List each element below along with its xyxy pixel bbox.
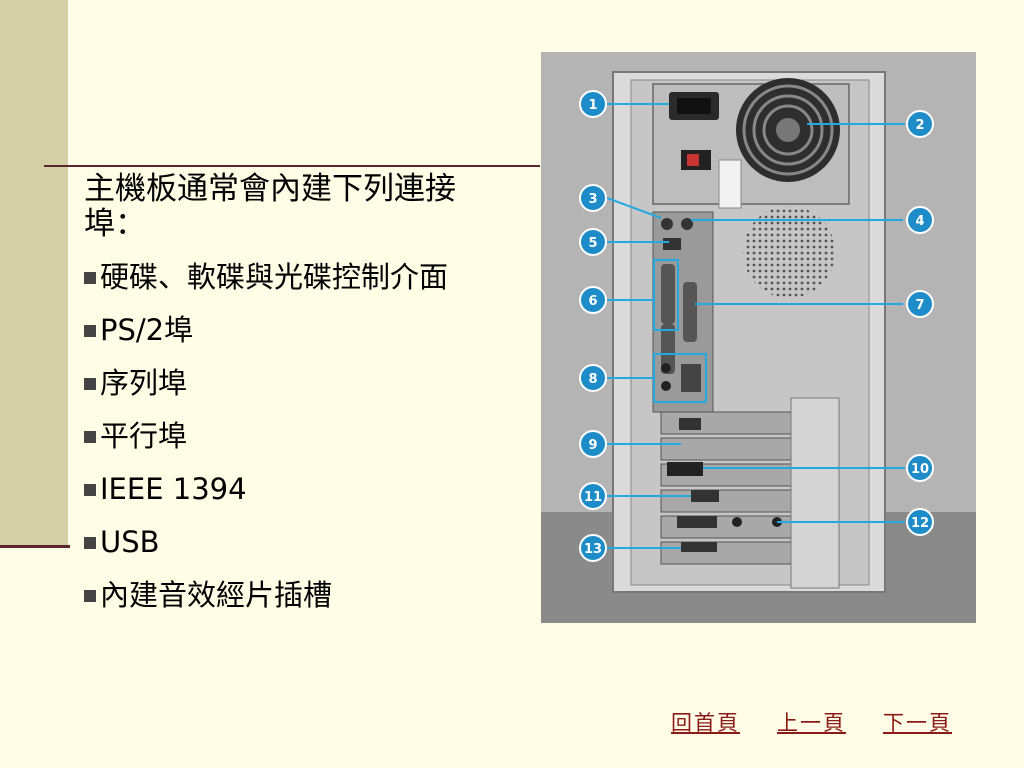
svg-text:8: 8 bbox=[588, 372, 597, 387]
svg-text:3: 3 bbox=[588, 192, 597, 207]
svg-text:6: 6 bbox=[588, 294, 597, 309]
svg-text:9: 9 bbox=[588, 438, 597, 453]
bullet-square-icon bbox=[84, 325, 96, 337]
bullet-text: PS/2埠 bbox=[100, 313, 194, 347]
bullet-item: IEEE 1394 bbox=[84, 472, 504, 506]
intro-text: 主機板通常會內建下列連接埠： bbox=[84, 171, 456, 242]
svg-text:5: 5 bbox=[588, 236, 597, 251]
callout-11: 11 bbox=[579, 482, 607, 510]
callout-7: 7 bbox=[906, 290, 934, 318]
svg-text:7: 7 bbox=[915, 298, 924, 313]
callout-8: 8 bbox=[579, 364, 607, 392]
bullet-item: 硬碟、軟碟與光碟控制介面 bbox=[84, 260, 504, 294]
callout-13: 13 bbox=[579, 534, 607, 562]
bullet-item: PS/2埠 bbox=[84, 313, 504, 347]
svg-text:11: 11 bbox=[584, 490, 602, 505]
callout-9: 9 bbox=[579, 430, 607, 458]
next-page-link[interactable]: 下一頁 bbox=[883, 711, 952, 735]
bullet-item: 平行埠 bbox=[84, 419, 504, 453]
previous-page-link[interactable]: 上一頁 bbox=[777, 711, 846, 735]
svg-text:1: 1 bbox=[588, 98, 597, 113]
callout-4: 4 bbox=[906, 206, 934, 234]
pc-rear-panel-photo: 1 2 3 4 5 6 7 8 9 10 11 12 13 bbox=[541, 52, 976, 623]
callout-6: 6 bbox=[579, 286, 607, 314]
bullet-item: 序列埠 bbox=[84, 366, 504, 400]
bullet-square-icon bbox=[84, 590, 96, 602]
svg-text:12: 12 bbox=[911, 516, 929, 531]
pc-rear-panel-illustration: 1 2 3 4 5 6 7 8 9 10 11 12 13 bbox=[541, 52, 976, 623]
bullet-text: IEEE 1394 bbox=[100, 472, 247, 506]
bullet-text: 平行埠 bbox=[100, 419, 188, 453]
callout-3: 3 bbox=[579, 184, 607, 212]
bullet-text: 內建音效經片插槽 bbox=[100, 578, 333, 612]
bullet-square-icon bbox=[84, 431, 96, 443]
bullet-text: USB bbox=[100, 525, 160, 559]
home-link[interactable]: 回首頁 bbox=[671, 711, 740, 735]
bullet-square-icon bbox=[84, 484, 96, 496]
callout-2: 2 bbox=[906, 110, 934, 138]
callout-1: 1 bbox=[579, 90, 607, 118]
bottom-divider-line bbox=[0, 545, 70, 548]
bullet-square-icon bbox=[84, 378, 96, 390]
callout-12: 12 bbox=[906, 508, 934, 536]
bullet-text: 序列埠 bbox=[100, 366, 188, 400]
title-divider-line bbox=[44, 165, 540, 167]
bullet-square-icon bbox=[84, 537, 96, 549]
svg-text:4: 4 bbox=[915, 214, 924, 229]
svg-text:2: 2 bbox=[915, 118, 924, 133]
left-accent-bar bbox=[0, 0, 68, 547]
bullet-item: USB bbox=[84, 525, 504, 559]
bullet-item: 內建音效經片插槽 bbox=[84, 578, 504, 612]
bullet-list: 硬碟、軟碟與光碟控制介面 PS/2埠 序列埠 平行埠 IEEE 1394 USB… bbox=[84, 260, 504, 612]
svg-text:10: 10 bbox=[911, 462, 929, 477]
bullet-text: 硬碟、軟碟與光碟控制介面 bbox=[100, 260, 449, 294]
slide-body: 主機板通常會內建下列連接埠： 硬碟、軟碟與光碟控制介面 PS/2埠 序列埠 平行… bbox=[84, 172, 504, 631]
callout-10: 10 bbox=[906, 454, 934, 482]
svg-text:13: 13 bbox=[584, 542, 602, 557]
callout-5: 5 bbox=[579, 228, 607, 256]
bullet-square-icon bbox=[84, 272, 96, 284]
